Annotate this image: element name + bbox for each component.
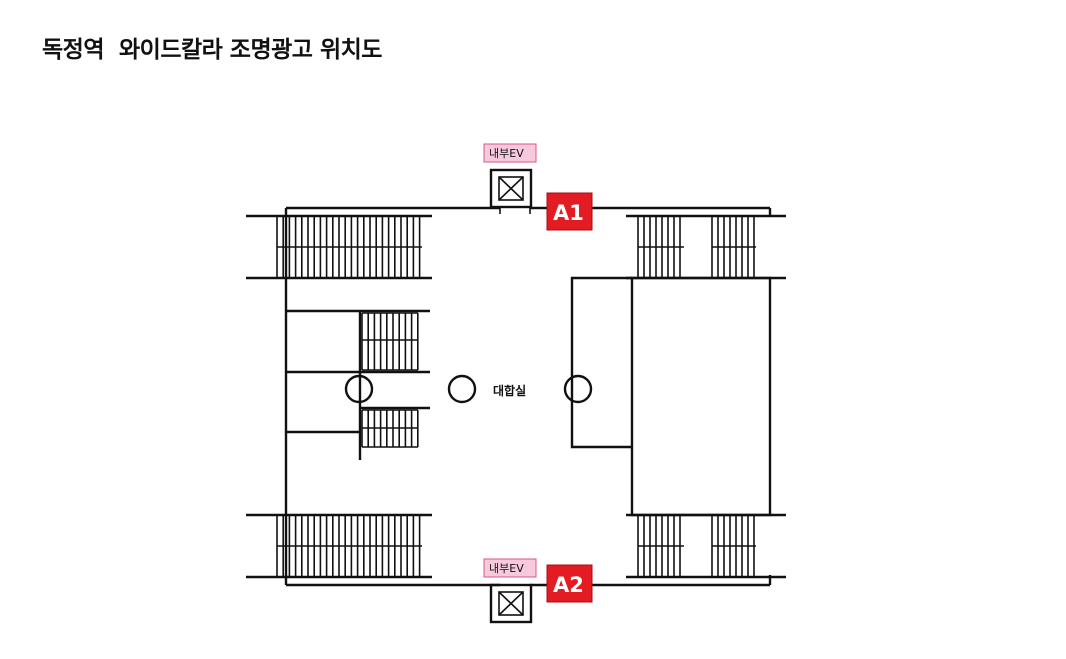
exit-label-a2: A2 — [553, 573, 584, 597]
elevator-bottom: 내부EV — [483, 558, 537, 624]
ev-label-bottom: 내부EV — [489, 562, 524, 575]
elevator-icon — [489, 168, 533, 209]
ev-label-badge — [483, 558, 537, 578]
exit-badge-a1: A1 — [546, 192, 593, 231]
elevator-icon — [489, 583, 533, 624]
stairs-icon — [361, 312, 419, 448]
elevator-top: 내부EV — [483, 143, 537, 214]
room-label: 대합실 — [493, 383, 526, 398]
column-icon — [447, 374, 477, 404]
column-icon — [563, 374, 593, 404]
concourse-walls — [284, 206, 772, 587]
column-icon — [344, 374, 374, 404]
page-title: 독정역 와이드칼라 조명광고 위치도 — [42, 37, 382, 63]
stairs-icon — [246, 214, 432, 579]
ev-label-top: 내부EV — [489, 147, 524, 160]
exit-label-a1: A1 — [553, 201, 584, 225]
ev-label-badge — [483, 143, 537, 163]
exit-badge-a2: A2 — [546, 564, 593, 603]
stairs-icon — [626, 214, 786, 579]
